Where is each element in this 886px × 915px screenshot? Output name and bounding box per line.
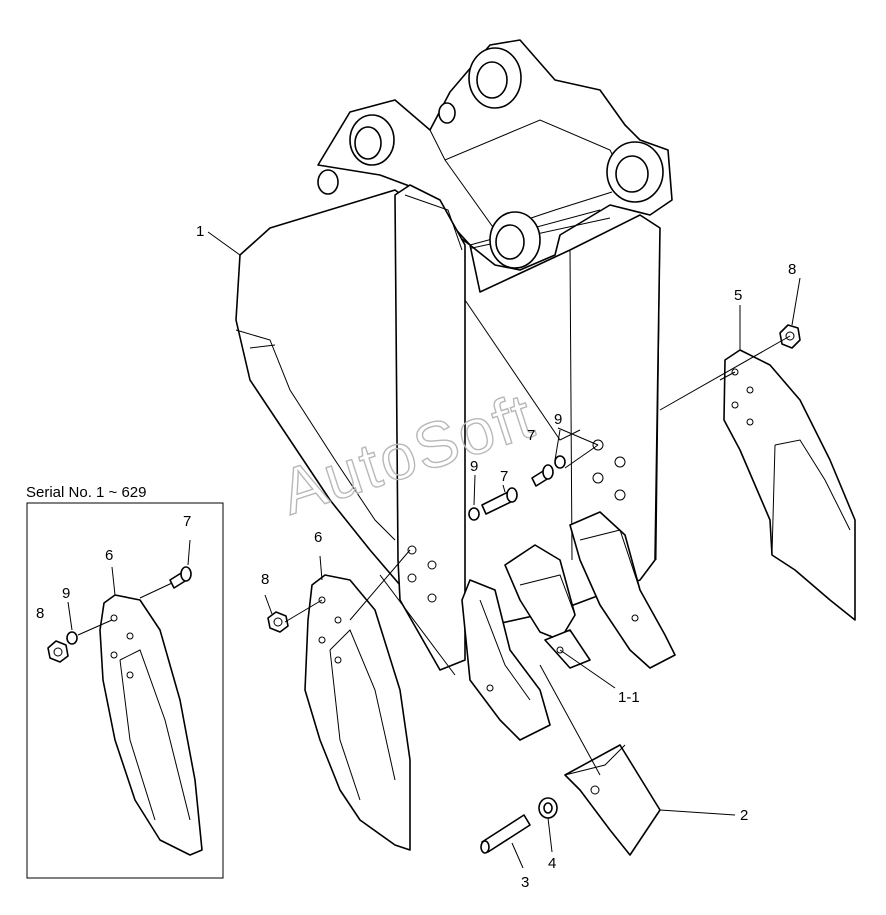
washer-part: [538, 797, 558, 819]
callout-nut-right: 8: [788, 261, 796, 278]
tooth-right: [569, 511, 676, 669]
pin-boss-3: [606, 141, 664, 203]
inset-box: [26, 502, 224, 879]
pin-boss-2: [468, 47, 522, 109]
side-cutter-left: [304, 574, 411, 851]
callout-inset-washer: 9: [62, 585, 70, 602]
bolt-left: [481, 487, 518, 515]
pin-boss-1: [349, 114, 395, 166]
callout-washer-right: 9: [554, 411, 562, 428]
pin-part: [480, 814, 531, 854]
callout-tooth-group: 1-1: [618, 689, 640, 706]
callout-tooth: 2: [740, 807, 748, 824]
bucket: [235, 39, 673, 676]
callout-inset-bolt: 7: [183, 513, 191, 530]
leader-lines: [67, 231, 801, 869]
tooth-center: [504, 544, 591, 669]
bolt-right: [531, 464, 554, 487]
callout-bolt-right: 7: [527, 427, 535, 444]
washer-left: [468, 507, 480, 521]
nut-left: [267, 611, 289, 633]
tooth-part: [564, 744, 661, 856]
pin-boss-4: [489, 211, 541, 269]
callout-nut-left: 8: [261, 571, 269, 588]
washer-right: [554, 455, 566, 469]
callout-inset-side-cutter: 6: [105, 547, 113, 564]
callout-bucket: 1: [196, 223, 204, 240]
callout-washer: 4: [548, 855, 556, 872]
callout-side-cutter-right: 5: [734, 287, 742, 304]
callout-side-cutter-left: 6: [314, 529, 322, 546]
inset-title: Serial No. 1 ~ 629: [26, 484, 147, 501]
tooth-left: [461, 579, 551, 741]
side-cutter-right: [723, 349, 856, 621]
callout-inset-nut: 8: [36, 605, 44, 622]
callout-pin: 3: [521, 874, 529, 891]
callout-bolt-left: 7: [500, 468, 508, 485]
callout-washer-left: 9: [470, 458, 478, 475]
